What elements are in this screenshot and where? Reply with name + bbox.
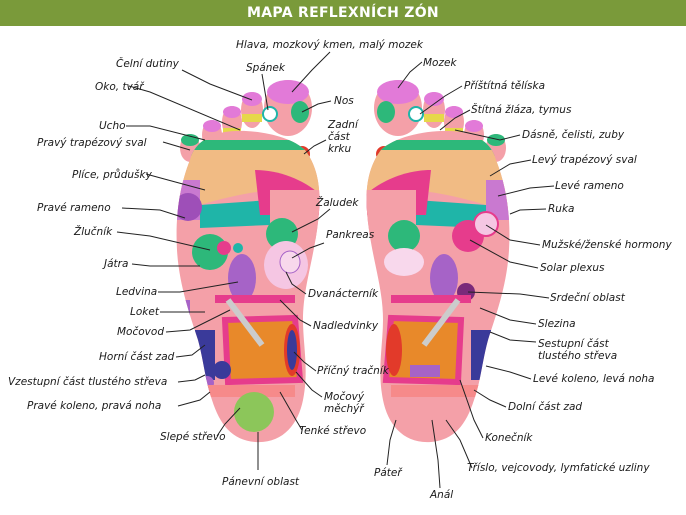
label-jatra: Játra (102, 258, 128, 270)
label-celni-dutiny: Čelní dutiny (116, 57, 180, 70)
label-tenke-strevo: Tenké střevo (299, 425, 366, 437)
label-leve-koleno: Levé koleno, levá noha (533, 373, 655, 385)
label-ucho: Ucho (99, 120, 126, 132)
label-solar-plexus: Solar plexus (540, 262, 605, 274)
label-muzske: Mužské/ženské hormony (542, 239, 672, 251)
label-zadni: Zadní (327, 119, 360, 131)
label-dolni-cast-zad: Dolní část zad (508, 401, 582, 413)
label-mozek: Mozek (423, 57, 457, 69)
label-nos: Nos (334, 95, 354, 107)
label-pater: Páteř (374, 467, 403, 479)
label-loket: Loket (130, 306, 160, 318)
page-title: MAPA REFLEXNÍCH ZÓN (247, 5, 439, 21)
label-plice: Plíce, průdušky (72, 169, 153, 181)
label-mocovod: Močovod (117, 326, 164, 338)
label-sestupni-1: Sestupní část (538, 338, 610, 350)
label-ruka: Ruka (548, 203, 574, 215)
right-foot-toes (180, 80, 312, 162)
label-sestupni-2: tlustého střeva (538, 350, 617, 362)
label-leve-rameno: Levé rameno (555, 180, 624, 192)
label-trislo: Tříslo, vejcovody, lymfatické uzliny (467, 462, 650, 474)
label-pricny-tracnik: Příčný tračník (317, 365, 390, 377)
labels-left-foot: Mozek Příštítná tělíska Štítná žláza, ty… (374, 57, 672, 501)
label-pristitna: Příštítná tělíska (464, 80, 545, 92)
label-cast: část (328, 131, 351, 143)
label-zlucnik: Žlučník (73, 225, 113, 238)
label-mechyr: měchýř (324, 403, 365, 415)
label-anal: Anál (429, 489, 453, 501)
label-slezina: Slezina (538, 318, 576, 330)
labels-right-foot: Hlava, mozkový kmen, malý mozek Čelní du… (8, 39, 424, 488)
label-ledvina: Ledvina (116, 286, 157, 298)
label-spanek: Spánek (246, 62, 286, 74)
label-krku: krku (328, 143, 351, 155)
label-srdecni-oblast: Srdeční oblast (550, 292, 626, 304)
label-nadledvinky: Nadledvinky (313, 320, 379, 332)
label-konecnik: Konečník (485, 432, 533, 444)
label-horni-cast-zad: Horní část zad (99, 351, 175, 363)
leader-lines (116, 51, 555, 489)
right-foot (176, 80, 320, 443)
label-mocovy: Močový (324, 391, 365, 403)
right-foot-zones (176, 140, 320, 432)
header-bar: MAPA REFLEXNÍCH ZÓN (0, 0, 686, 26)
label-dasne: Dásně, čelisti, zuby (522, 129, 625, 141)
label-vzestupni: Vzestupní část tlustého střeva (8, 376, 167, 388)
label-hlava: Hlava, mozkový kmen, malý mozek (236, 39, 424, 51)
label-prave-rameno: Pravé rameno (37, 202, 111, 214)
label-oko-tvar: Oko, tvář (95, 81, 145, 93)
left-foot-zones (366, 140, 510, 397)
label-zaludek: Žaludek (315, 196, 359, 209)
label-stitna: Štítná žláza, tymus (471, 103, 572, 116)
label-prave-koleno: Pravé koleno, pravá noha (27, 400, 161, 412)
label-dvanacternik: Dvanácterník (308, 288, 379, 300)
left-foot (366, 80, 510, 443)
label-panevni-oblast: Pánevní oblast (222, 476, 300, 488)
label-pravy-trapezovy-sval: Pravý trapézový sval (37, 137, 147, 149)
label-slepe-strevo: Slepé střevo (160, 431, 226, 443)
label-levy-trapezovy-sval: Levý trapézový sval (532, 154, 637, 166)
label-pankreas: Pankreas (326, 229, 375, 241)
